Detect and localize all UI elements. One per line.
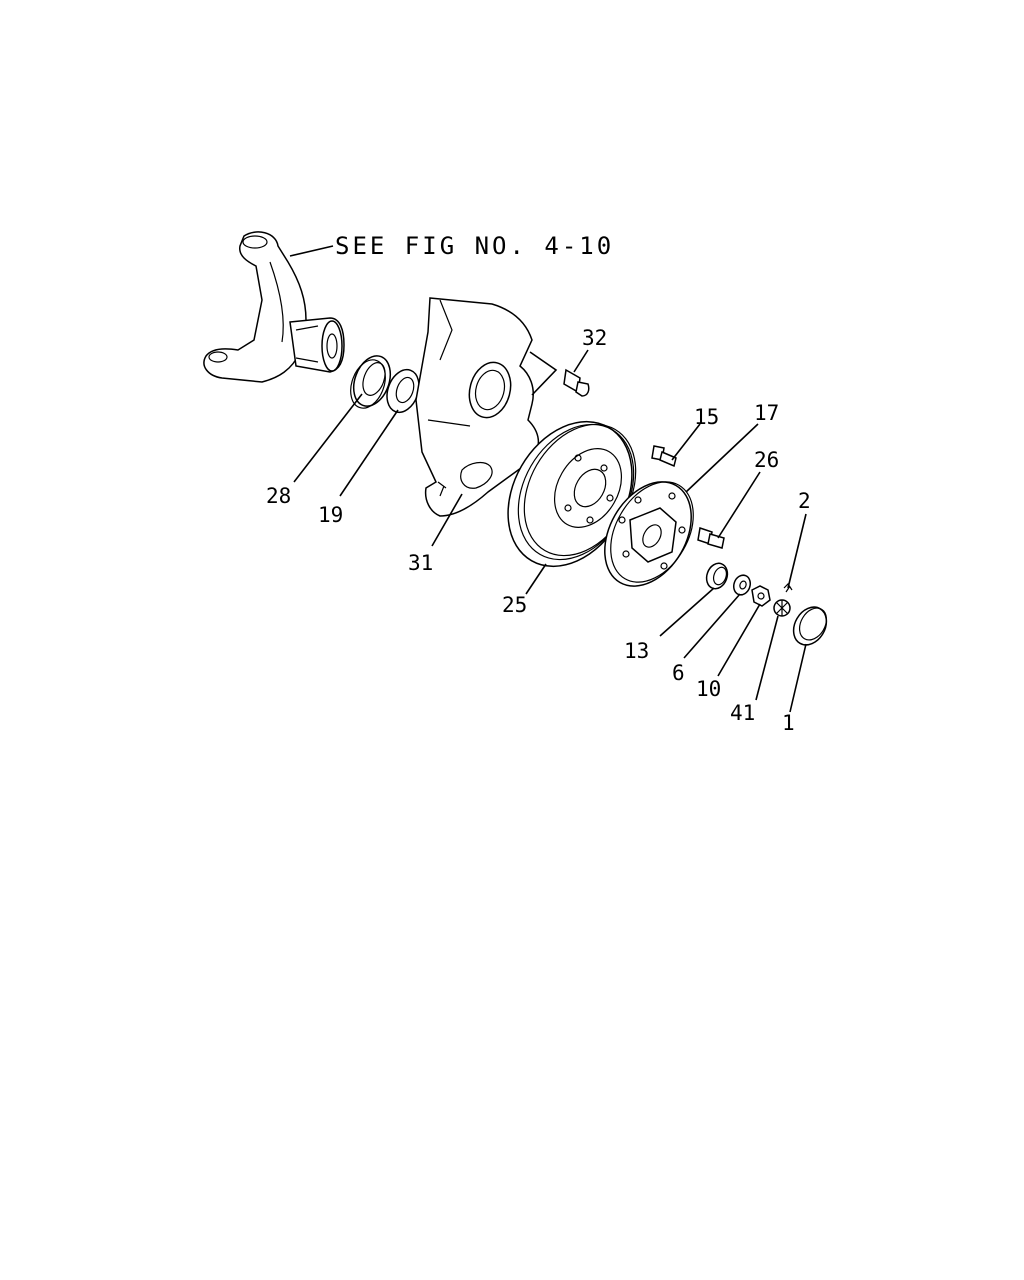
brake-disc-rotor <box>507 420 637 568</box>
shield-bolt <box>529 351 590 397</box>
leader-line-13 <box>659 587 715 637</box>
callout-13: 13 <box>624 639 649 663</box>
grease-cap <box>792 606 828 646</box>
callout-25: 25 <box>502 593 527 617</box>
leader-line-10 <box>717 603 761 677</box>
callout-41: 41 <box>730 701 755 725</box>
callout-28: 28 <box>266 484 291 508</box>
leader-line-28 <box>293 393 363 483</box>
outer-bearing <box>705 562 729 590</box>
callout-31: 31 <box>408 551 433 575</box>
callout-2: 2 <box>798 489 811 513</box>
callout-17: 17 <box>754 401 779 425</box>
leader-line-1 <box>789 643 807 713</box>
leader-line-32 <box>573 349 589 373</box>
wheel-hub <box>604 481 694 587</box>
dust-shield <box>415 297 540 517</box>
rotor-bolt <box>697 527 725 549</box>
reference-leader-line <box>289 245 334 257</box>
thrust-washer <box>732 574 752 596</box>
steering-knuckle <box>203 231 345 383</box>
leader-line-31 <box>431 493 463 547</box>
callout-26: 26 <box>754 448 779 472</box>
callout-1: 1 <box>782 711 795 735</box>
leader-line-6 <box>683 593 741 659</box>
leader-line-19 <box>339 409 399 497</box>
leader-line-25 <box>525 563 547 595</box>
leader-line-41 <box>755 615 779 701</box>
leader-line-17 <box>685 423 759 493</box>
cotter-pin <box>783 583 793 593</box>
leader-line-2 <box>787 513 807 589</box>
hub-nut <box>751 585 771 607</box>
reference-note: SEE FIG NO. 4-10 <box>335 232 614 260</box>
leader-line-15 <box>671 423 701 461</box>
callout-10: 10 <box>696 677 721 701</box>
hub-bolt <box>651 445 677 468</box>
callout-15: 15 <box>694 405 719 429</box>
callout-32: 32 <box>582 326 607 350</box>
nut-lock <box>773 599 791 617</box>
callout-19: 19 <box>318 503 343 527</box>
leader-line-26 <box>717 471 761 539</box>
callout-6: 6 <box>672 661 685 685</box>
inner-bearing <box>386 368 420 414</box>
